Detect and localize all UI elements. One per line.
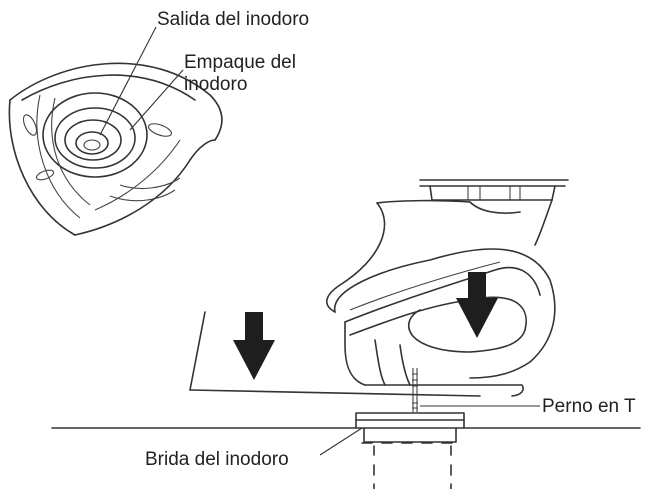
toilet-gasket-label-line2: inodoro bbox=[184, 74, 247, 95]
toilet-gasket-label-line1: Empaque del bbox=[184, 52, 296, 73]
bolt-slot-right bbox=[148, 123, 172, 137]
inset-toilet-underside bbox=[8, 62, 223, 236]
toilet-flange-label: Brida del inodoro bbox=[145, 449, 289, 470]
bolt-slot-left bbox=[22, 114, 38, 136]
outlet-leader-line bbox=[99, 26, 157, 136]
outlet-hole bbox=[75, 131, 109, 155]
t-bolt-label: Perno en T bbox=[542, 396, 636, 417]
down-arrow-icon bbox=[233, 312, 275, 380]
toilet-side-view bbox=[189, 179, 569, 412]
toilet-outlet-label: Salida del inodoro bbox=[157, 9, 309, 30]
gasket-ring bbox=[54, 107, 136, 169]
gasket-leader-line bbox=[129, 69, 184, 131]
gasket-outer-ring bbox=[42, 92, 148, 178]
outlet-ring bbox=[64, 119, 122, 161]
bowl-side-line bbox=[189, 311, 206, 391]
down-arrow-icon bbox=[456, 272, 498, 338]
toilet-flange bbox=[355, 412, 465, 489]
t-bolt bbox=[412, 368, 418, 412]
flange-leader-line bbox=[319, 427, 363, 456]
